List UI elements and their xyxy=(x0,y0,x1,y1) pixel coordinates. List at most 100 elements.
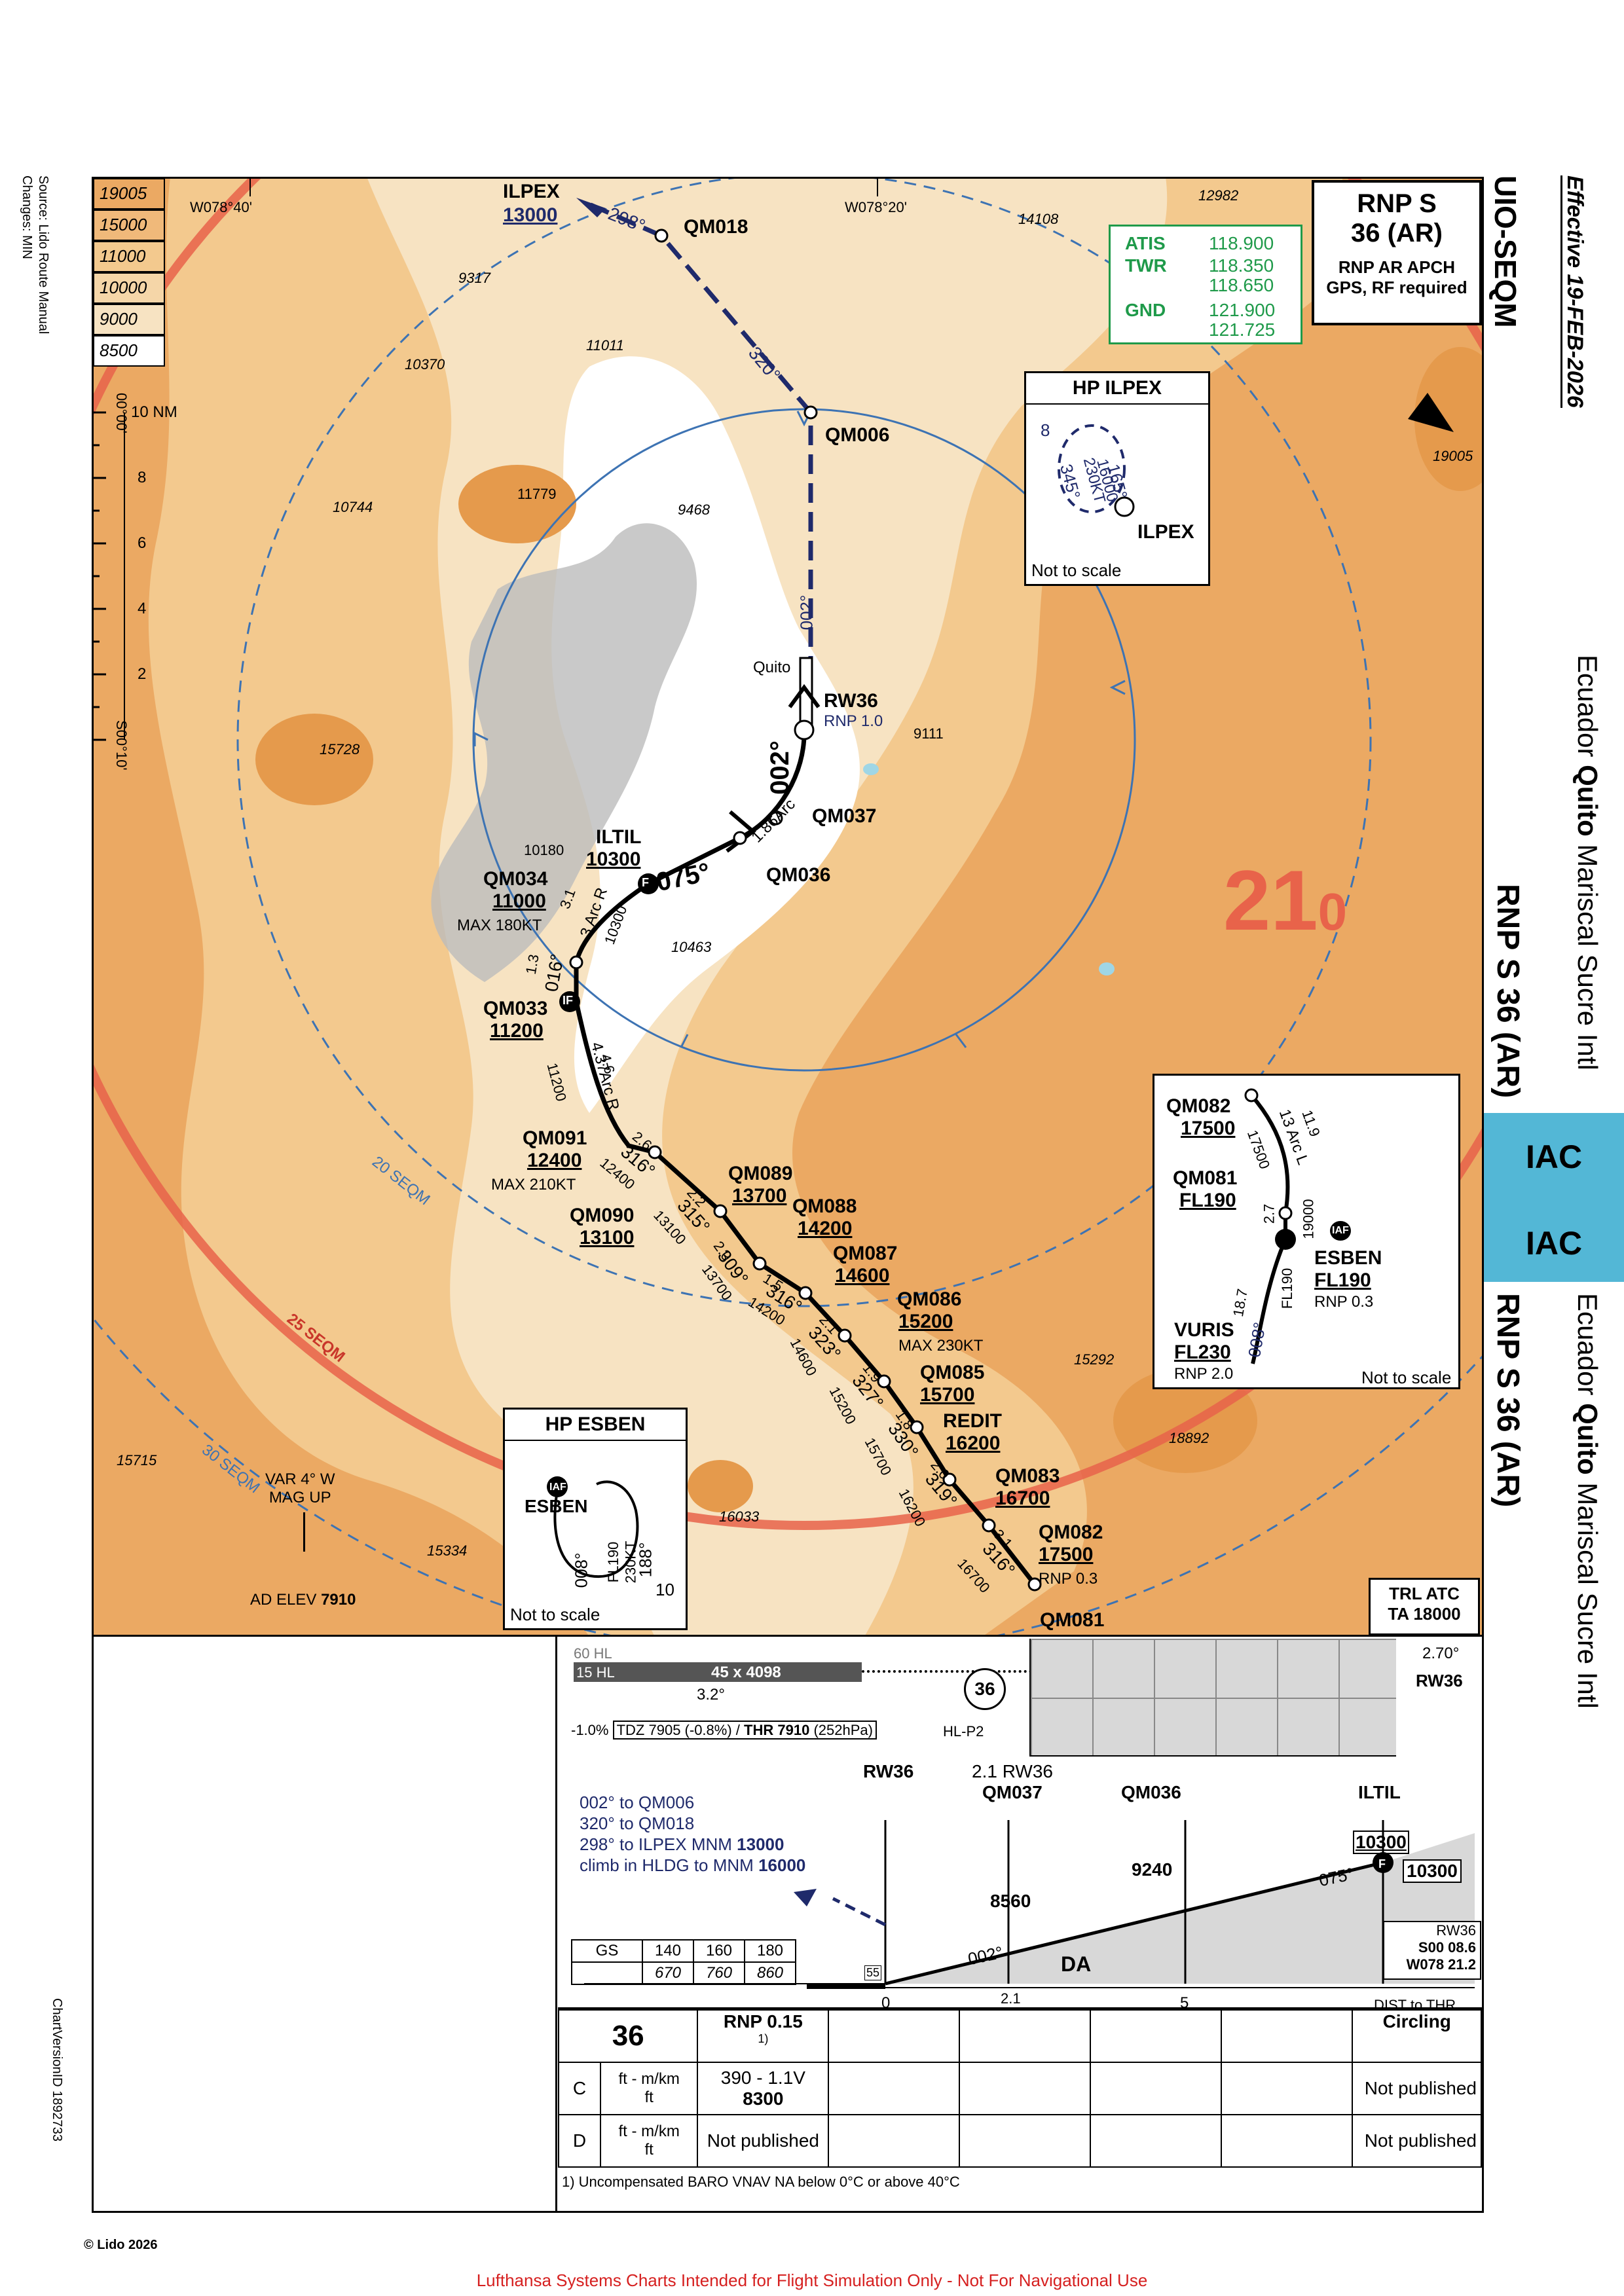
legend-8500: 8500 xyxy=(93,335,165,367)
spot-elev-11779: 11779 xyxy=(517,486,557,502)
icao-text: UIO-SEQM xyxy=(1488,175,1522,328)
wp-iltil: ILTIL xyxy=(596,826,642,848)
source-text: Source: Lido Route Manual xyxy=(36,175,50,335)
spot-elev-10463: 10463 xyxy=(671,939,712,955)
minima-blank-3 xyxy=(1090,2009,1223,2063)
if-letter: IF xyxy=(563,994,573,1007)
missed-4a: climb in HLDG to MNM xyxy=(580,1855,754,1875)
scale-ticks xyxy=(93,411,125,741)
copyright: © Lido 2026 xyxy=(84,2238,158,2252)
var-label: VAR 4° W MAG UP xyxy=(265,1470,335,1507)
prof-tick-21: 2.1 xyxy=(1001,1990,1021,2007)
missed-arrow xyxy=(576,198,606,217)
ad-elev: AD ELEV 7910 xyxy=(250,1591,356,1609)
wp-rw36-rnp: RNP 1.0 xyxy=(824,712,883,730)
airport-text: Mariscal Sucre Intl xyxy=(1572,844,1603,1070)
airport-title-bottom: Ecuador Quito Mariscal Sucre Intl xyxy=(1572,1293,1603,1709)
spot-elev-15292: 15292 xyxy=(1074,1351,1115,1368)
inset-qm081-alt: FL190 xyxy=(1179,1190,1236,1211)
missed-3b: 13000 xyxy=(737,1834,784,1854)
rod-670: 670 xyxy=(642,1961,694,1985)
peak-blob-1 xyxy=(255,714,373,805)
legend-9000: 9000 xyxy=(93,304,165,335)
wp-qm091-speed: MAX 210KT xyxy=(491,1176,576,1194)
wp-qm082-alt: 17500 xyxy=(1039,1544,1094,1565)
minima-c-blank-2 xyxy=(959,2062,1092,2115)
minima-val-d: Not published xyxy=(697,2114,830,2168)
rf-leg-437 xyxy=(574,1001,655,1155)
wp-qm018: QM018 xyxy=(684,216,748,238)
minima-c-blank-1 xyxy=(828,2062,961,2115)
iac-tab-label-2: IAC xyxy=(1525,1225,1583,1262)
wp-qm034-speed: MAX 180KT xyxy=(457,917,542,934)
minima-d-blank-2 xyxy=(959,2114,1092,2168)
inset-qm081: QM081 xyxy=(1173,1167,1238,1189)
comm-gnd-name: GND xyxy=(1125,300,1166,320)
var-line2: MAG UP xyxy=(268,1489,331,1506)
title-line2: 36 (AR) xyxy=(1350,219,1443,247)
inset-esben-alt: FL190 xyxy=(1314,1269,1371,1291)
minima-blank-2 xyxy=(959,2009,1092,2063)
hp-esben-fix: ESBEN xyxy=(525,1496,588,1516)
spot-elev-10370: 10370 xyxy=(405,356,445,373)
minima-cat-c: C xyxy=(558,2062,601,2115)
wp-qm083-alt: 16700 xyxy=(995,1487,1050,1509)
changes-text: Changes: MIN xyxy=(20,175,34,259)
effective-date: Effective 19-FEB-2026 xyxy=(1560,175,1587,408)
spot-elev-9317: 9317 xyxy=(458,270,490,286)
wp-qm082-rnp: RNP 0.3 xyxy=(1039,1570,1098,1588)
wp-qm087-alt: 14600 xyxy=(835,1265,890,1286)
legend-15000: 15000 xyxy=(93,210,165,241)
minima-unit-d-2: ft xyxy=(644,2141,654,2159)
hp-esben-dist: 10 xyxy=(655,1580,674,1599)
rwy-thr: 7910 xyxy=(777,1722,810,1738)
wp-qm089: QM089 xyxy=(728,1163,793,1184)
rwy-number-circle: 36 xyxy=(964,1668,1006,1710)
inset-esben-rnp: RNP 0.3 xyxy=(1314,1293,1374,1311)
missed-leg-320 xyxy=(659,234,813,414)
hp-ilpex-graphic xyxy=(1058,424,1135,517)
title-line1: RNP S xyxy=(1357,189,1437,218)
inset-fl190: FL190 xyxy=(1279,1267,1296,1309)
faf-symbol xyxy=(638,873,659,894)
legend-10000: 10000 xyxy=(93,272,165,304)
wp-qm089-alt: 13700 xyxy=(732,1185,787,1207)
wp-qm036: QM036 xyxy=(766,864,831,886)
hp-esben-c1: 008° xyxy=(571,1552,591,1588)
wp-qm086: QM086 xyxy=(897,1288,962,1310)
inset-vuris-alt: FL230 xyxy=(1174,1341,1231,1363)
source-note: Source: Lido Route Manual xyxy=(35,175,50,334)
plan-view-frame xyxy=(92,177,1484,1637)
title-line3: RNP AR APCH xyxy=(1338,257,1456,277)
peak-blob-4 xyxy=(1414,347,1484,491)
hp-ilpex-note: Not to scale xyxy=(1031,560,1122,580)
faf-letter: F xyxy=(642,876,649,889)
peak-blob-2 xyxy=(458,465,576,543)
effective-text: Effective 19-FEB-2026 xyxy=(1560,175,1587,408)
spot-elev-15715: 15715 xyxy=(117,1452,157,1468)
prof-f: F xyxy=(1378,1857,1386,1870)
spot-elev-16033: 16033 xyxy=(719,1508,760,1525)
gs-label: GS xyxy=(571,1939,643,1963)
spot-elev-18892: 18892 xyxy=(1169,1430,1209,1446)
minima-d-blank-3 xyxy=(1090,2114,1223,2168)
mag-north-arrow xyxy=(303,1512,305,1552)
inset-qm082: QM082 xyxy=(1166,1095,1231,1117)
minima-footnote: 1) Uncompensated BARO VNAV NA below 0°C … xyxy=(562,2174,960,2190)
terminal-ring xyxy=(472,408,1136,1072)
wp-qm033: QM033 xyxy=(483,998,548,1019)
trl-box: TRL ATC TA 18000 xyxy=(1369,1578,1480,1635)
lake-1 xyxy=(1099,962,1115,975)
north-arrow-icon xyxy=(1408,393,1454,432)
inset-esben: ESBEN xyxy=(1314,1247,1382,1269)
msa-value: 210 xyxy=(1223,851,1347,949)
lon-label-2: W078°20' xyxy=(845,199,907,215)
rwy-hl15: 15 HL xyxy=(576,1664,615,1681)
inset-a19000: 19000 xyxy=(1300,1199,1317,1239)
scale-10nm: 10 NM xyxy=(131,403,177,421)
minima-rnp: RNP 0.15 xyxy=(723,2011,803,2032)
wp-qm090-alt: 13100 xyxy=(580,1227,635,1248)
hp-ilpex-inset: HP ILPEX 8 165° 16000 230KT 345° ILPEX N… xyxy=(1024,371,1210,586)
